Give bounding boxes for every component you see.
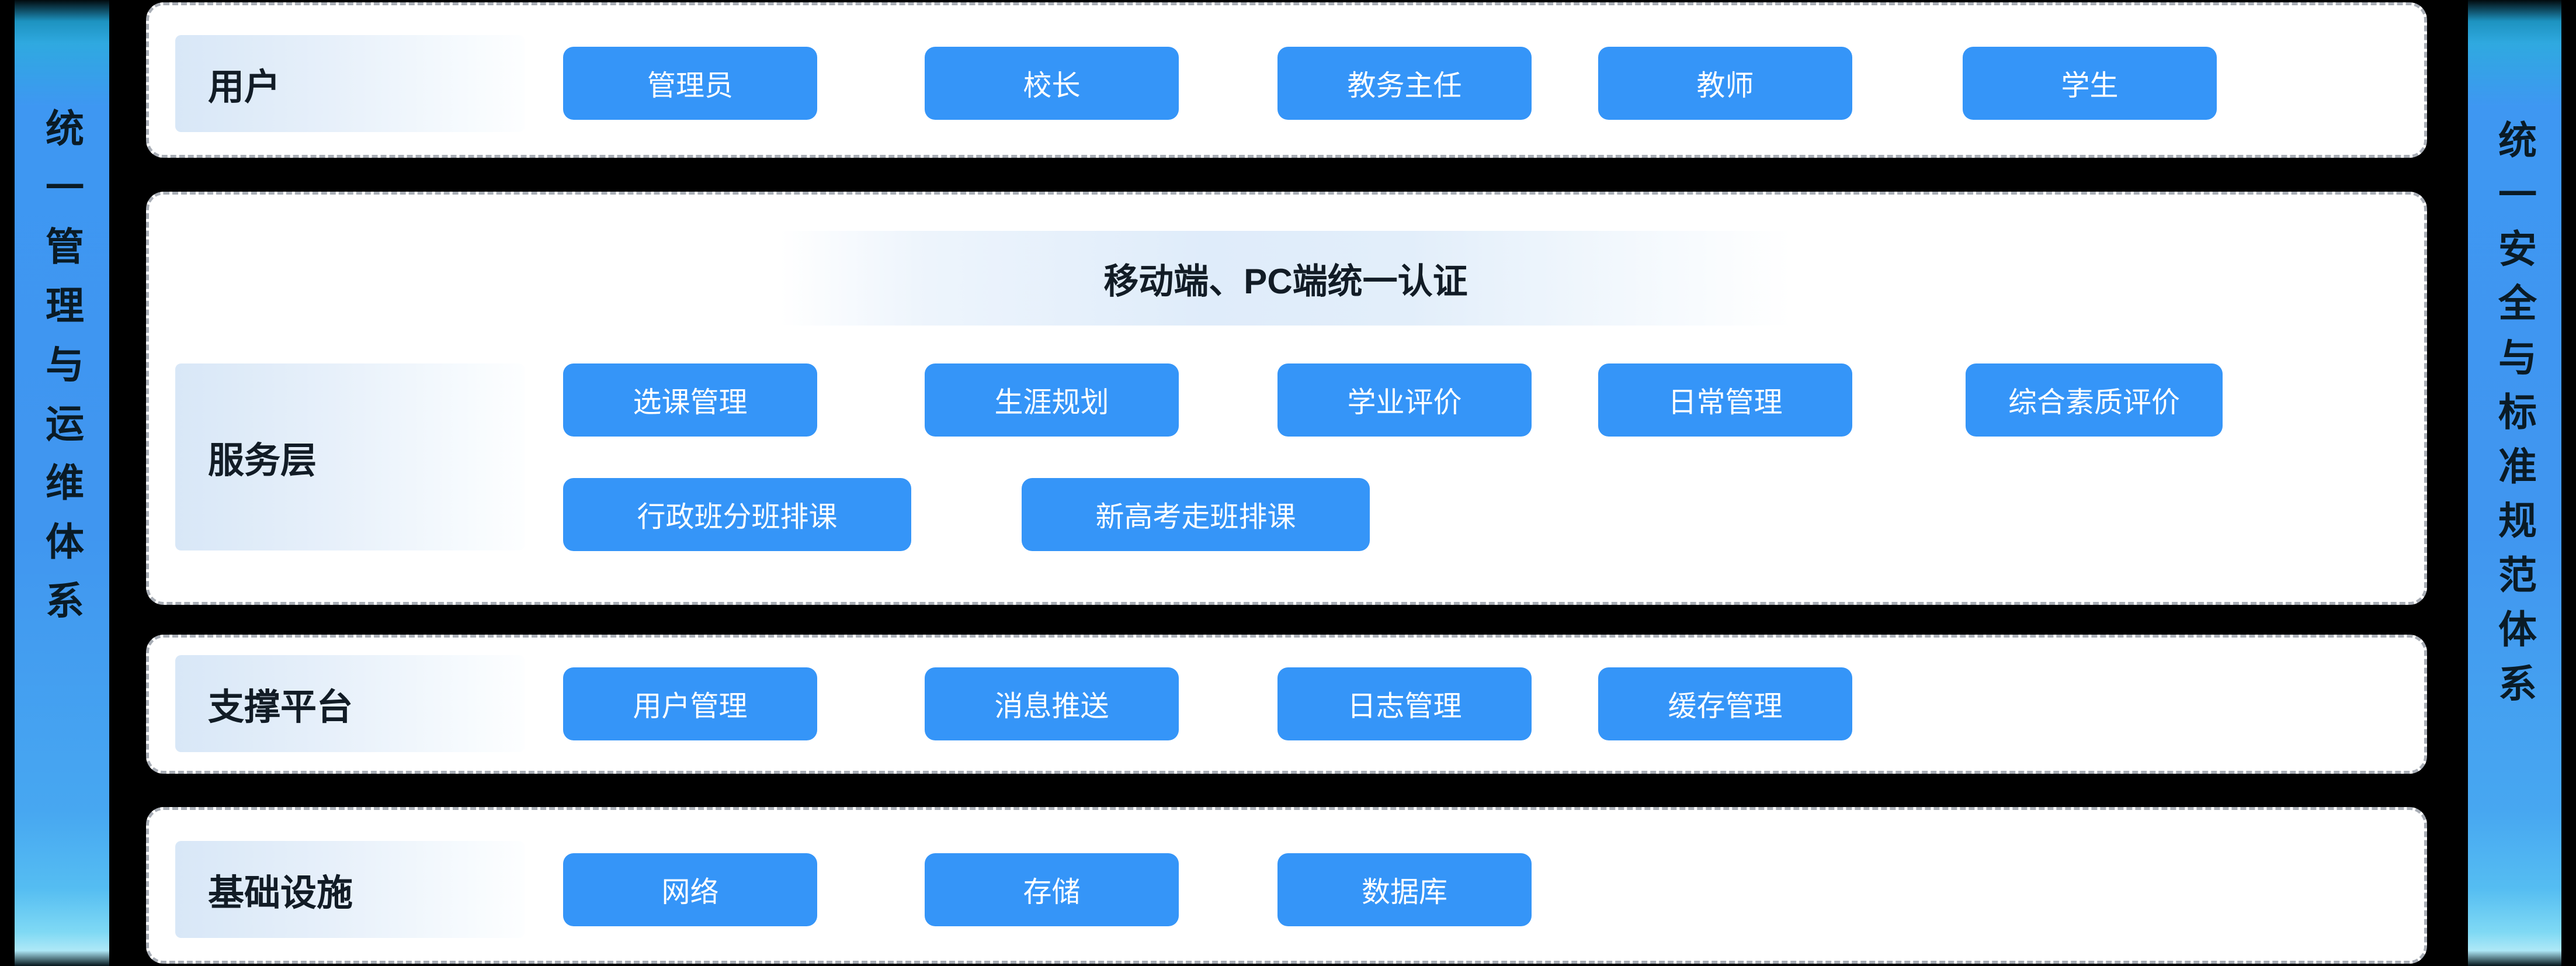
row-label-support-platform: 支撑平台 (175, 655, 525, 752)
unified-auth-banner: 移动端、PC端统一认证 (780, 231, 1792, 326)
chip-database: 数据库 (1277, 853, 1532, 926)
right-banner-text: 统一安全与标准规范体系 (2493, 120, 2536, 718)
panel-service-layer: 移动端、PC端统一认证 服务层 选课管理 生涯规划 学业评价 日常管理 综合素质… (146, 192, 2427, 605)
chip-course-selection: 选课管理 (563, 363, 817, 437)
row-label-infrastructure: 基础设施 (175, 841, 525, 938)
chip-student: 学生 (1963, 47, 2217, 120)
chip-comprehensive-quality-evaluation: 综合素质评价 (1966, 363, 2223, 437)
chip-principal: 校长 (925, 47, 1179, 120)
chip-user-management: 用户管理 (563, 667, 817, 740)
left-banner: 统一管理与运维体系 (15, 0, 109, 966)
panel-users: 用户 管理员 校长 教务主任 教师 学生 (146, 2, 2427, 158)
row-label-service-layer: 服务层 (175, 363, 525, 550)
right-banner: 统一安全与标准规范体系 (2468, 0, 2561, 966)
chip-network: 网络 (563, 853, 817, 926)
panel-support-platform: 支撑平台 用户管理 消息推送 日志管理 缓存管理 (146, 635, 2427, 774)
chip-daily-management: 日常管理 (1598, 363, 1852, 437)
chip-storage: 存储 (925, 853, 1179, 926)
chip-new-gaokao-class-scheduling: 新高考走班排课 (1022, 478, 1370, 551)
chip-admin: 管理员 (563, 47, 817, 120)
chip-message-push: 消息推送 (925, 667, 1179, 740)
chip-career-planning: 生涯规划 (925, 363, 1179, 437)
left-banner-text: 统一管理与运维体系 (40, 108, 84, 639)
row-label-users: 用户 (175, 35, 525, 132)
chip-academic-evaluation: 学业评价 (1277, 363, 1532, 437)
chip-teacher: 教师 (1598, 47, 1852, 120)
chip-academic-director: 教务主任 (1277, 47, 1532, 120)
panel-infrastructure: 基础设施 网络 存储 数据库 (146, 807, 2427, 964)
chip-log-management: 日志管理 (1277, 667, 1532, 740)
chip-admin-class-scheduling: 行政班分班排课 (563, 478, 911, 551)
chip-cache-management: 缓存管理 (1598, 667, 1852, 740)
